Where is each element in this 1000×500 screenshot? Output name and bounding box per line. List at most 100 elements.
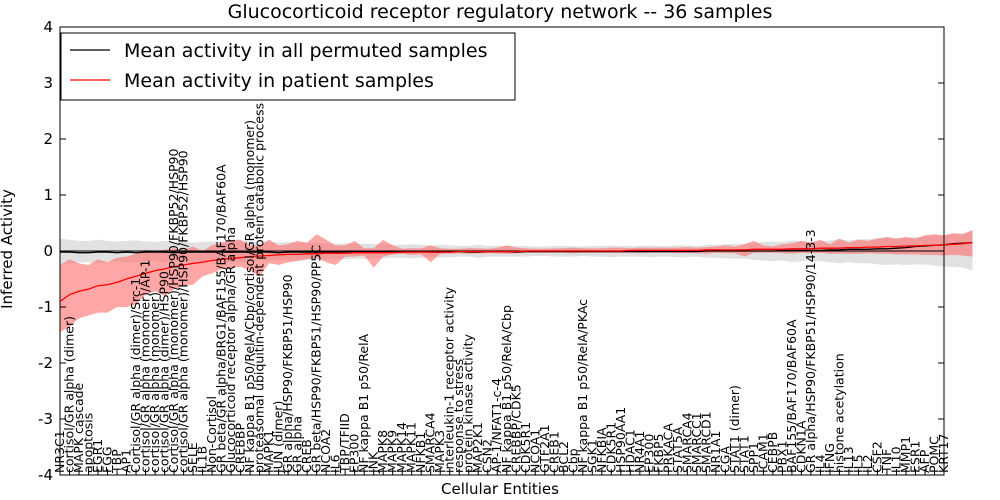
x-tick-label: CEBPB [765,432,780,473]
legend-box [60,32,516,101]
x-tick-label: SELE [185,442,200,473]
x-tick-label: MAPK14 [394,422,409,473]
x-tick-label: response to stress [451,359,466,473]
x-tick-label: MAPK8 [375,430,390,473]
x-tick-label: Non-Cortisol [204,396,219,473]
x-tick-label: SMARCA4 [423,412,438,473]
y-tick-label: -2 [38,354,53,372]
x-tick-label: MAPK cascade [71,382,86,473]
x-tick-label: cortisol/GR alpha (dimer)/HSP90 [157,271,172,473]
y-tick-label: 1 [43,186,53,204]
y-tick-label: 2 [43,130,53,148]
series-lines [59,241,973,302]
x-tick-label: EGR1 [90,439,105,473]
x-tick-label: Cortisol/GR alpha (monomer)/HSP90/FKBP52… [166,149,181,473]
x-tick-label: proteasomal ubiquitin-dependent protein … [252,103,267,473]
x-tick-label: Cbp [565,448,580,473]
x-tick-label: IL1B [195,446,210,473]
x-tick-label: NCOA1 [527,429,542,473]
x-tick-label: IFNG [822,443,837,473]
x-tick-label: IL6 [328,454,343,473]
x-tick-label: IL5 [851,454,866,473]
patient-mean-line [59,241,973,302]
x-tick-label: POMC [927,436,942,473]
x-tick-label: MMP1 [898,436,913,473]
x-tick-label: NFKBIA [594,427,609,473]
x-tick-label: JNK [366,451,381,474]
y-tick-label: -3 [38,410,53,428]
x-tick-label: cortisol/GR alpha (monomer)/AP-1 [138,260,153,474]
x-tick-label: CREBBP [233,423,248,473]
x-tick-label: NFKB1 [413,432,428,473]
x-tick-label: ICAM1 [755,433,770,473]
x-tick-label: PBX1 [774,440,789,473]
x-tick-label: SPP1 [746,442,761,473]
x-tick-label: GR beta/HSP90/FKBP51/HSP90/PP5C [309,245,324,473]
x-tick-label: BAF155/BAF170/BAF60A [784,319,799,473]
patient-band [60,229,973,333]
y-tick-label: 0 [43,242,53,260]
x-tick-label: STAT1 (dimer) [727,385,742,473]
x-tick-label: AP-1/NFAT1-c-4 [489,378,504,473]
x-tick-label: STAT5A [670,426,685,473]
x-tick-label: CREB [299,439,314,473]
x-tick-label: GR alpha/HSP90/FKBP51/HSP90 [280,274,295,473]
x-tick-label: STAT1 [736,435,751,473]
x-tick-label: HSP90AA1 [613,407,628,473]
x-tick-label: cortisol/GR alpha (dimer) [62,316,77,473]
x-tick-label: CDKN1A [793,420,808,473]
x-tick-label: TBP/TFIID [337,413,352,474]
y-tick-label: -4 [38,466,53,484]
x-tick-label: interleukin-1 receptor activity [442,286,457,473]
plot-frame [59,26,945,476]
x-tick-label: FGG [100,446,115,473]
y-axis-label: Inferred Activity [0,189,16,309]
x-tick-label: MAPK3 [432,430,447,473]
x-tick-label: GTF2A1 [537,424,552,473]
x-tick-label: IL13 [841,446,856,473]
x-tick-label: cortisol/GR alpha (monomer)/HSP90/FKBP52… [176,150,191,473]
x-tick-label: histone acetylation [831,353,846,473]
x-tick-label: MAPK1 [261,430,276,473]
x-tick-label: MAPK11 [404,422,419,473]
x-tick-label: CSF2 [870,441,885,473]
x-tick-label: FKBP5 [651,434,666,473]
x-tick-label: SMARCA4 [679,412,694,473]
x-tick-label: NR4A1 [632,431,647,474]
x-tick-label: NCOA2 [318,429,333,473]
x-tick-label: TBP [109,449,124,474]
y-tick-label: 4 [43,18,53,36]
x-tick-label: CREBBP/CDK5 [508,384,523,473]
x-tick-label: NF kappa B1 p50/RelA [356,333,371,473]
x-tick-label: CGA [717,446,732,473]
x-tick-label: apoptosis [81,413,96,473]
x-tick-label: SMARCC1 [689,412,704,473]
x-tick-label: HDAC1 [622,429,637,473]
x-tick-label: NF kappa B1 p50/RelA/Cbp/cortisol/GR alp… [242,120,257,473]
x-tick-label: CDK5R1 [518,422,533,473]
x-tick-label: SGK1 [584,439,599,473]
x-tick-label: ESR1 [908,441,923,473]
chart-title: Glucocorticoid receptor regulatory netwo… [228,1,773,23]
x-tick-label: BCL2 [556,441,571,473]
x-tick-label: TNF [879,449,894,474]
x-tick-label: EP300 [347,434,362,473]
x-tick-label: GR beta/GR alpha/BRG1/BAF155/BAF170/BAF6… [214,164,229,473]
x-tick-label: GR alpha [290,416,305,473]
x-tick-label: CSN2 [480,439,495,473]
x-axis-label: Cellular Entities [441,480,559,498]
x-tick-label: protein kinase activity [461,333,476,473]
x-tick-label: AP1 [119,449,134,473]
legend-label-patient: Mean activity in patient samples [124,70,434,92]
x-tick-label: JUN (dimer) [271,401,286,474]
x-tick-label: IL2 [860,454,875,473]
x-tick-label: Glucocorticoid receptor alpha/GR alpha [223,227,238,473]
y-tick-label: 3 [43,74,53,92]
y-tick-label: -1 [38,298,53,316]
x-tick-label: CDK5R1 [603,422,618,473]
x-tick-label: EP300 [641,434,656,473]
x-tick-label: CREB1 [546,431,561,473]
x-tick-label: SMARCD1 [698,411,713,473]
